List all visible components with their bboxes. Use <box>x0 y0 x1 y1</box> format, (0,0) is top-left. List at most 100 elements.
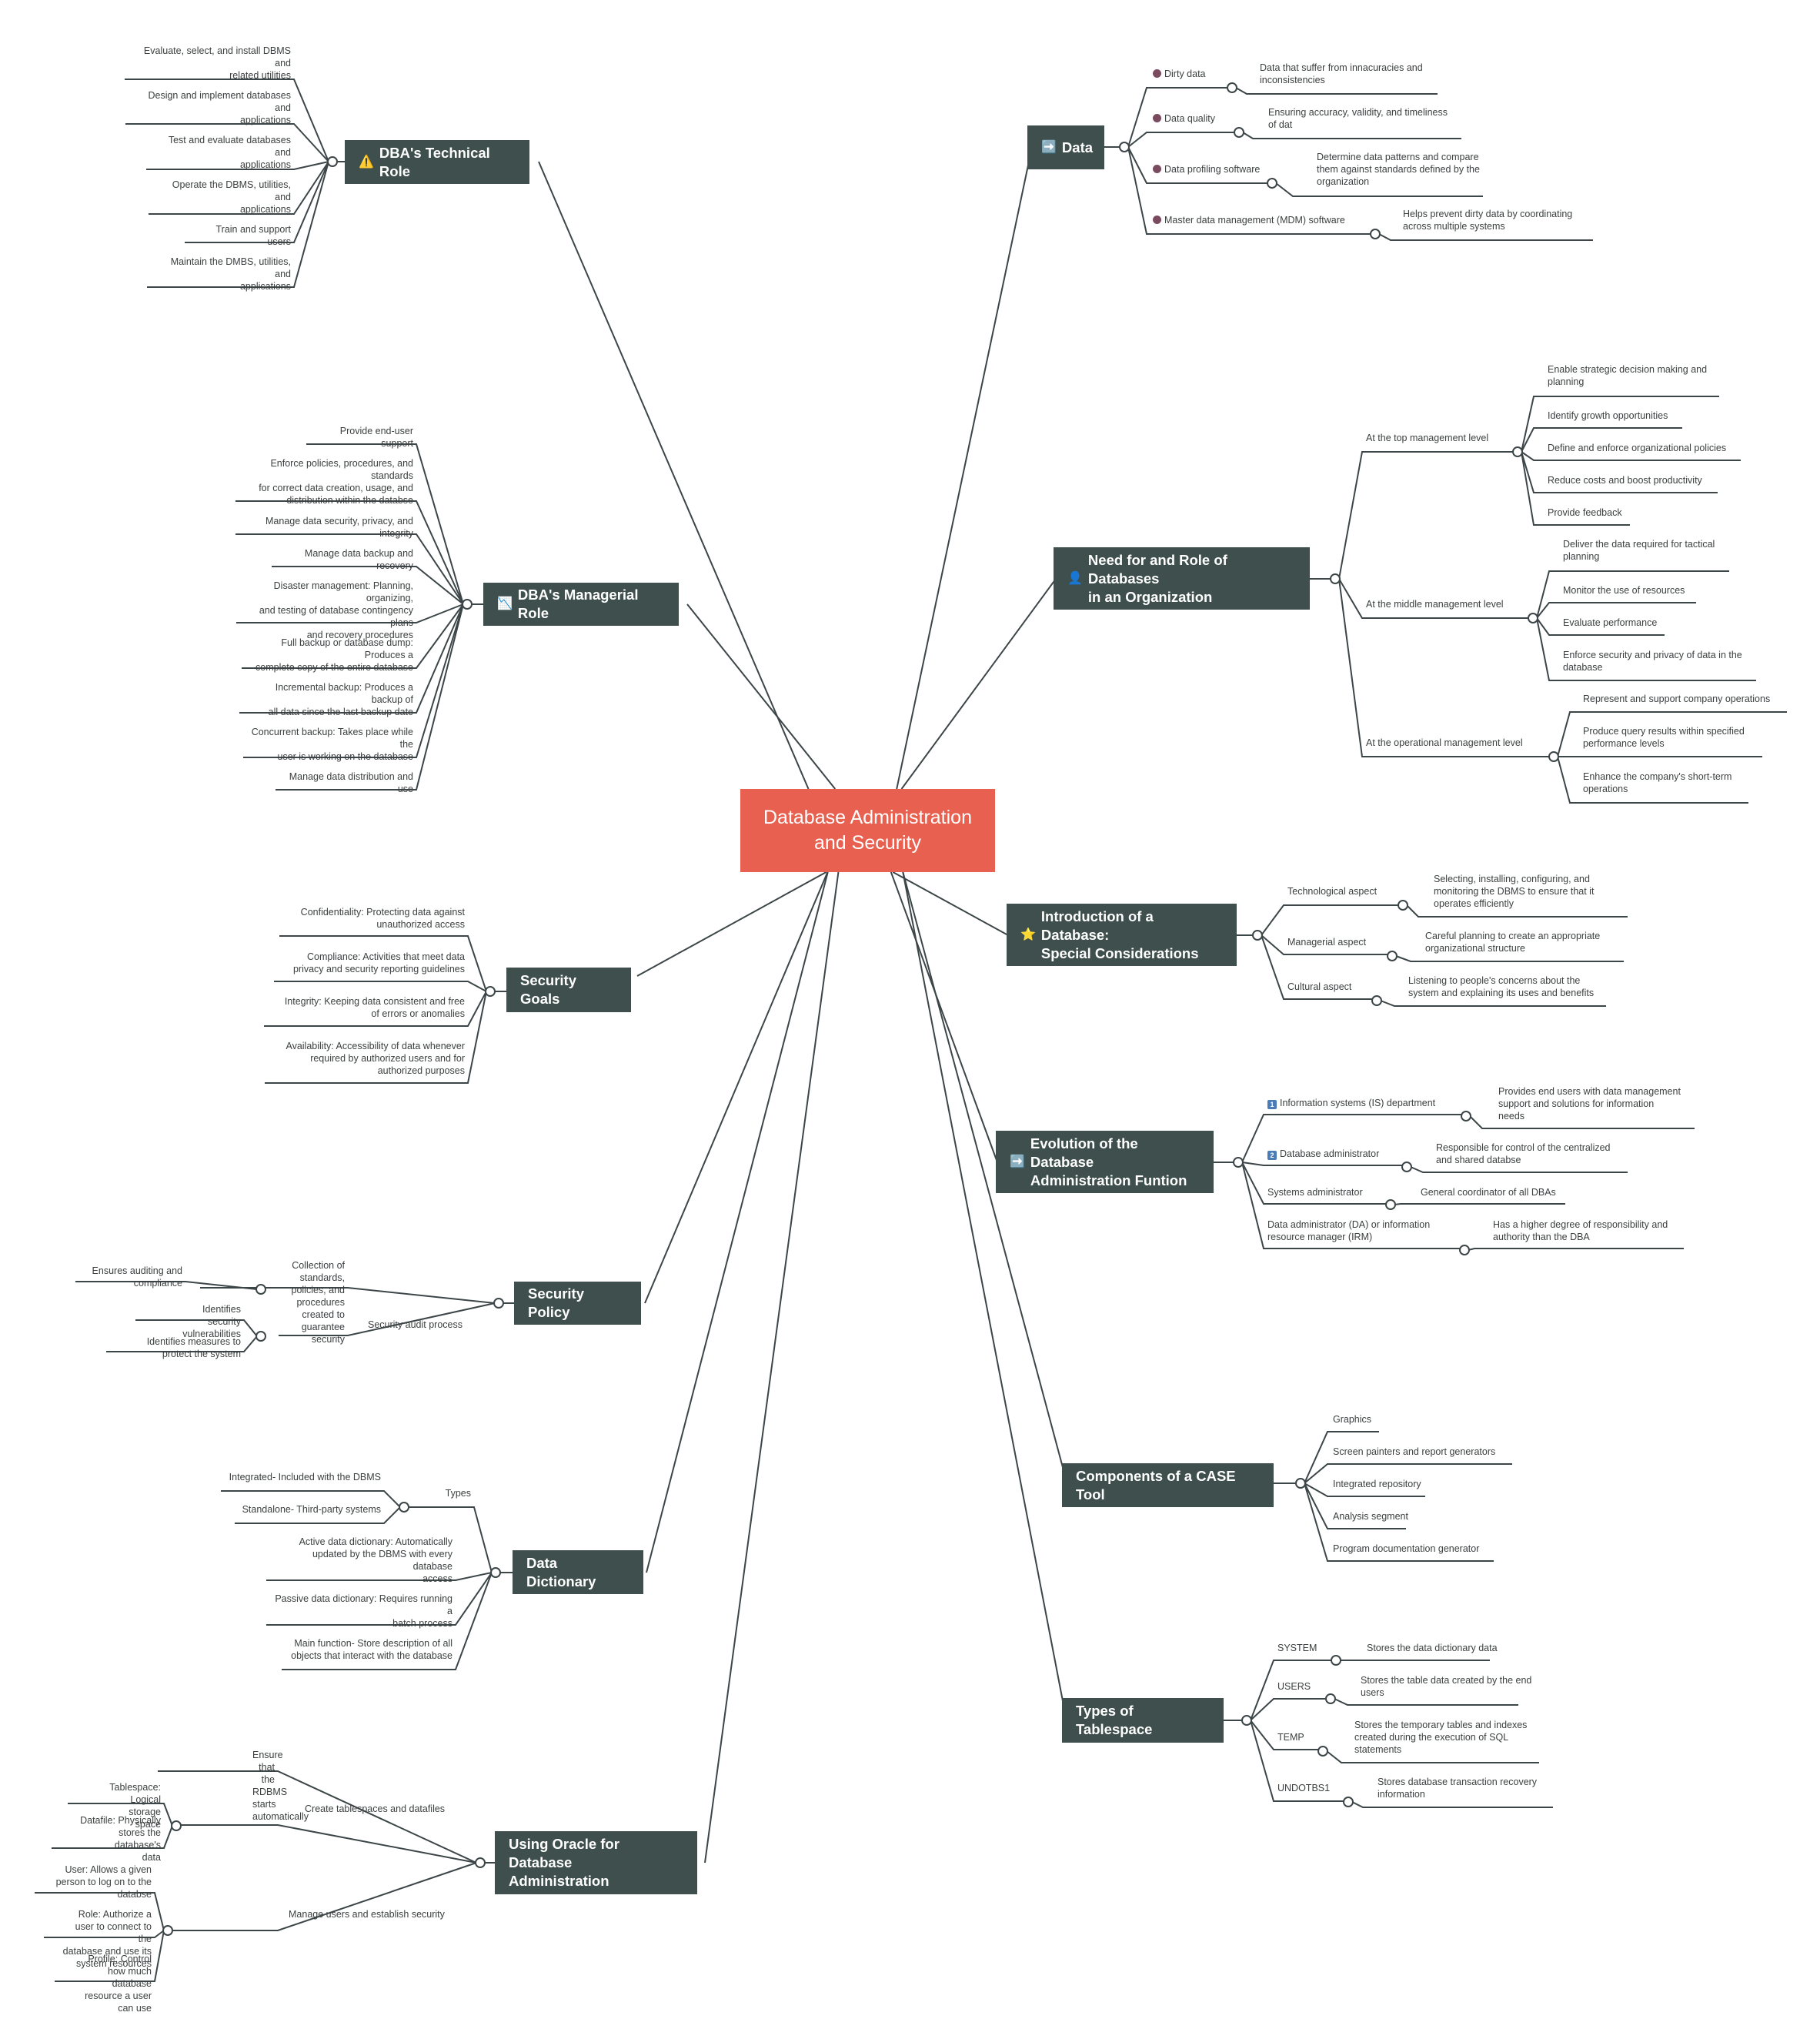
collapse-toggle[interactable] <box>1398 900 1408 911</box>
topic-label[interactable]: Identify growth opportunities <box>1548 409 1668 422</box>
topic-label[interactable]: Incremental backup: Produces a backup of… <box>245 681 413 718</box>
topic-label[interactable]: Stores the table data created by the end… <box>1361 1674 1531 1699</box>
topic-label[interactable]: Compliance: Activities that meet data pr… <box>281 951 465 975</box>
topic-label[interactable]: Ensure that the RDBMS starts automatical… <box>252 1749 309 1823</box>
topic-label[interactable]: At the operational management level <box>1366 737 1523 749</box>
collapse-toggle[interactable] <box>399 1502 409 1513</box>
topic-label[interactable]: Deliver the data required for tactical p… <box>1563 538 1715 563</box>
collapse-toggle[interactable] <box>1252 930 1263 941</box>
topic-label[interactable]: At the middle management level <box>1366 598 1504 610</box>
topic-label[interactable]: Has a higher degree of responsibility an… <box>1493 1218 1668 1243</box>
main-topic-security-policy[interactable]: Security Policy <box>514 1282 641 1325</box>
collapse-toggle[interactable] <box>1385 1199 1396 1210</box>
collapse-toggle[interactable] <box>1528 613 1538 623</box>
collapse-toggle[interactable] <box>1370 229 1381 239</box>
topic-label[interactable]: Careful planning to create an appropriat… <box>1425 930 1600 954</box>
topic-label[interactable]: Helps prevent dirty data by coordinating… <box>1403 208 1572 232</box>
topic-label[interactable]: Represent and support company operations <box>1583 693 1770 705</box>
topic-label[interactable]: Operate the DBMS, utilities, and applica… <box>156 179 291 216</box>
collapse-toggle[interactable] <box>327 156 338 167</box>
topic-label[interactable]: Design and implement databases and appli… <box>132 89 291 126</box>
topic-label[interactable]: Determine data patterns and compare them… <box>1317 151 1480 188</box>
topic-label[interactable]: Provide end-user support <box>325 425 413 450</box>
topic-label[interactable]: UNDOTBS1 <box>1277 1782 1330 1794</box>
topic-label[interactable]: Datafile: Physically stores the database… <box>71 1814 161 1864</box>
topic-label[interactable]: Selecting, installing, configuring, and … <box>1434 873 1594 910</box>
main-topic-data-dictionary[interactable]: Data Dictionary <box>513 1550 643 1594</box>
topic-label[interactable]: Manage users and establish security <box>289 1908 445 1920</box>
topic-label[interactable]: Identifies security vulnerabilities <box>173 1303 241 1340</box>
topic-label[interactable]: Test and evaluate databases and applicat… <box>154 134 291 171</box>
collapse-toggle[interactable] <box>1330 573 1341 584</box>
collapse-toggle[interactable] <box>1317 1746 1328 1757</box>
topic-label[interactable]: Enforce policies, procedures, and standa… <box>242 457 413 506</box>
topic-label[interactable]: TEMP <box>1277 1731 1304 1743</box>
topic-label[interactable]: Listening to people's concerns about the… <box>1408 974 1594 999</box>
topic-label[interactable]: Data quality <box>1153 112 1215 125</box>
topic-label[interactable]: At the top management level <box>1366 432 1488 444</box>
main-topic-introduction[interactable]: ⭐Introduction of a Database: Special Con… <box>1007 904 1237 966</box>
topic-label[interactable]: SYSTEM <box>1277 1642 1317 1654</box>
main-topic-technical[interactable]: ⚠️DBA's Technical Role <box>345 140 529 184</box>
topic-label[interactable]: Confidentiality: Protecting data against… <box>286 906 465 931</box>
collapse-toggle[interactable] <box>1331 1655 1341 1666</box>
topic-label[interactable]: USERS <box>1277 1680 1311 1693</box>
topic-label[interactable]: Identifies measures to protect the syste… <box>130 1335 241 1360</box>
collapse-toggle[interactable] <box>1387 951 1398 961</box>
main-topic-need[interactable]: 👤Need for and Role of Databases in an Or… <box>1054 547 1310 610</box>
collapse-toggle[interactable] <box>1119 142 1130 152</box>
topic-label[interactable]: Produce query results within specified p… <box>1583 725 1745 750</box>
topic-label[interactable]: Enhance the company's short-term operati… <box>1583 770 1732 795</box>
topic-label[interactable]: Types <box>440 1487 471 1499</box>
collapse-toggle[interactable] <box>1234 127 1244 138</box>
collapse-toggle[interactable] <box>1267 178 1277 189</box>
topic-label[interactable]: Create tablespaces and datafiles <box>305 1803 445 1815</box>
topic-label[interactable]: Concurrent backup: Takes place while the… <box>249 726 413 763</box>
topic-label[interactable]: Disaster management: Planning, organizin… <box>242 580 413 641</box>
topic-label[interactable]: Collection of standards, policies, and p… <box>283 1259 346 1345</box>
topic-label[interactable]: Stores the data dictionary data <box>1367 1642 1498 1654</box>
topic-label[interactable]: Ensuring accuracy, validity, and timelin… <box>1268 106 1448 131</box>
topic-label[interactable]: Standalone- Third-party systems <box>242 1503 381 1516</box>
topic-label[interactable]: Stores database transaction recovery inf… <box>1378 1776 1537 1800</box>
topic-label[interactable]: Responsible for control of the centraliz… <box>1436 1142 1611 1166</box>
topic-label[interactable]: Cultural aspect <box>1287 981 1351 993</box>
topic-label[interactable]: Define and enforce organizational polici… <box>1548 442 1726 454</box>
topic-label[interactable]: Evaluate, select, and install DBMS and r… <box>131 45 291 82</box>
collapse-toggle[interactable] <box>493 1298 504 1309</box>
topic-label[interactable]: Manage data distribution and use <box>289 770 413 795</box>
topic-label[interactable]: Data administrator (DA) or information r… <box>1267 1218 1430 1243</box>
main-topic-components[interactable]: Components of a CASE Tool <box>1062 1463 1274 1507</box>
collapse-toggle[interactable] <box>162 1925 173 1936</box>
topic-label[interactable]: Analysis segment <box>1333 1510 1408 1523</box>
topic-label[interactable]: Managerial aspect <box>1287 936 1366 948</box>
collapse-toggle[interactable] <box>485 986 496 997</box>
topic-label[interactable]: Integrated- Included with the DBMS <box>228 1471 381 1483</box>
topic-label[interactable]: Evaluate performance <box>1563 617 1657 629</box>
topic-label[interactable]: Security audit process <box>368 1319 463 1331</box>
collapse-toggle[interactable] <box>1512 446 1523 457</box>
topic-label[interactable]: Master data management (MDM) software <box>1153 214 1345 226</box>
topic-label[interactable]: Integrated repository <box>1333 1478 1421 1490</box>
topic-label[interactable]: Systems administrator <box>1267 1186 1363 1198</box>
topic-label[interactable]: Manage data backup and recovery <box>285 547 413 572</box>
collapse-toggle[interactable] <box>171 1820 182 1831</box>
topic-label[interactable]: Provide feedback <box>1548 506 1622 519</box>
topic-label[interactable]: Ensures auditing and compliance <box>85 1265 182 1289</box>
collapse-toggle[interactable] <box>1325 1693 1336 1704</box>
collapse-toggle[interactable] <box>1401 1162 1412 1172</box>
collapse-toggle[interactable] <box>255 1284 266 1295</box>
topic-label[interactable]: Train and support users <box>195 223 291 248</box>
topic-label[interactable]: Reduce costs and boost productivity <box>1548 474 1702 486</box>
topic-label[interactable]: Role: Authorize a user to connect to the… <box>60 1908 152 1970</box>
collapse-toggle[interactable] <box>1233 1157 1244 1168</box>
topic-label[interactable]: Maintain the DMBS, utilities, and applic… <box>155 256 291 292</box>
topic-label[interactable]: Enforce security and privacy of data in … <box>1563 649 1742 674</box>
topic-label[interactable]: Enable strategic decision making and pla… <box>1548 363 1707 388</box>
topic-label[interactable]: Screen painters and report generators <box>1333 1446 1495 1458</box>
topic-label[interactable]: Profile: Control how much database resou… <box>79 1953 152 2014</box>
main-topic-evolution[interactable]: ➡️Evolution of the Database Administrati… <box>996 1131 1214 1193</box>
topic-label[interactable]: Data that suffer from innacuracies and i… <box>1260 62 1423 86</box>
topic-label[interactable]: Technological aspect <box>1287 885 1377 898</box>
